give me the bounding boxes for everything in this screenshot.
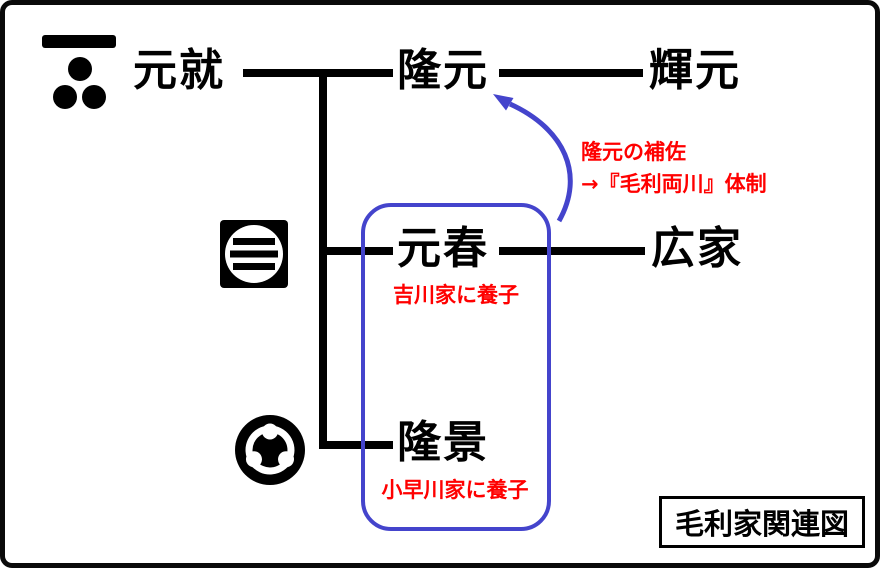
line-motoharu-hiroie <box>499 247 645 255</box>
person-motonari: 元就 <box>133 45 225 96</box>
ryosen-highlight-box <box>361 203 551 531</box>
mori-crest-icon <box>42 35 116 109</box>
line-motonari-takamoto <box>243 69 393 77</box>
line-trunk-vertical <box>319 69 327 449</box>
person-takakage: 隆景 <box>397 417 489 468</box>
person-hiroie: 広家 <box>651 223 743 274</box>
note-arrow-line1: 隆元の補佐 <box>581 140 686 164</box>
line-takamoto-terumoto <box>499 69 643 77</box>
person-motoharu: 元春 <box>397 223 489 274</box>
diagram-title-label: 毛利家関連図 <box>674 507 849 541</box>
line-branch-motoharu <box>319 247 393 255</box>
line-branch-takakage <box>319 441 393 449</box>
note-arrow-line2: →『毛利両川』体制 <box>581 172 767 196</box>
note-takakage-adoption: 小早川家に養子 <box>381 478 529 502</box>
kobayakawa-crest-icon <box>235 415 305 485</box>
kikkawa-crest-icon <box>220 220 288 288</box>
diagram-title-box: 毛利家関連図 <box>659 496 865 548</box>
note-motoharu-adoption: 吉川家に養子 <box>393 283 519 307</box>
person-takamoto: 隆元 <box>397 45 489 96</box>
person-terumoto: 輝元 <box>649 45 741 96</box>
